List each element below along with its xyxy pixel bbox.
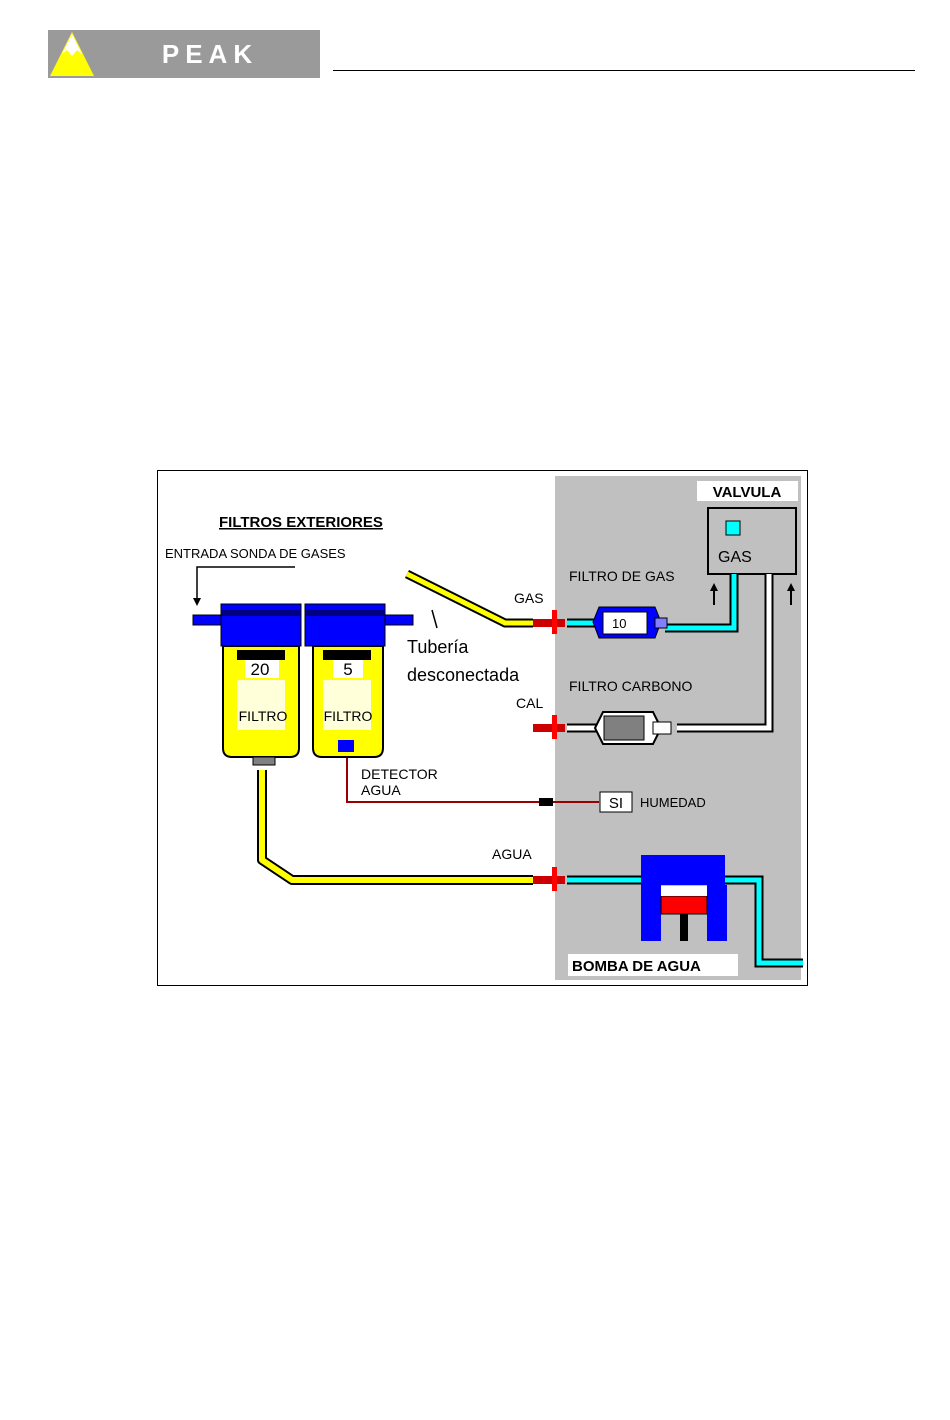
peak-logo: PEAK [48,30,320,78]
valve-gas-indicator [726,521,740,535]
pump-title: BOMBA DE AGUA [572,958,701,975]
humidity-indicator: SI [609,795,623,812]
probe-inlet-port [193,615,221,625]
filter-outlet-port [385,615,413,625]
gas-filter-value: 10 [612,616,626,631]
filter1-label: FILTRO [239,708,288,724]
external-filter-20 [221,604,301,765]
carbon-filter-label: FILTRO CARBONO [569,678,693,694]
filter2-label: FILTRO [324,708,373,724]
detector-plug [539,798,553,806]
filters-title: FILTROS EXTERIORES [219,514,383,531]
tube-label-line2: desconectada [407,665,520,685]
filter1-value: 20 [251,660,270,679]
detector-label-line2: AGUA [361,782,401,798]
logo-text: PEAK [162,39,258,69]
gas-inlet-label: GAS [514,590,544,606]
probe-inlet-label: ENTRADA SONDA DE GASES [165,546,346,561]
valve-gas-label: GAS [718,549,752,566]
tube-label-line1: Tubería [407,637,469,657]
external-filter-5 [305,604,385,757]
detector-label-line1: DETECTOR [361,766,438,782]
gas-filter [593,607,667,638]
water-inlet-label: AGUA [492,846,532,862]
gas-filter-label: FILTRO DE GAS [569,568,675,584]
water-pump [641,855,727,941]
header-rule [333,70,915,71]
valve-title: VALVULA [713,484,782,501]
cal-inlet-label: CAL [516,695,543,711]
humidity-label: HUMEDAD [640,795,706,810]
filter2-value: 5 [343,660,352,679]
gas-analyzer-filter-diagram: VALVULA GAS BOMBA DE AGUA 10 FI [157,470,808,986]
